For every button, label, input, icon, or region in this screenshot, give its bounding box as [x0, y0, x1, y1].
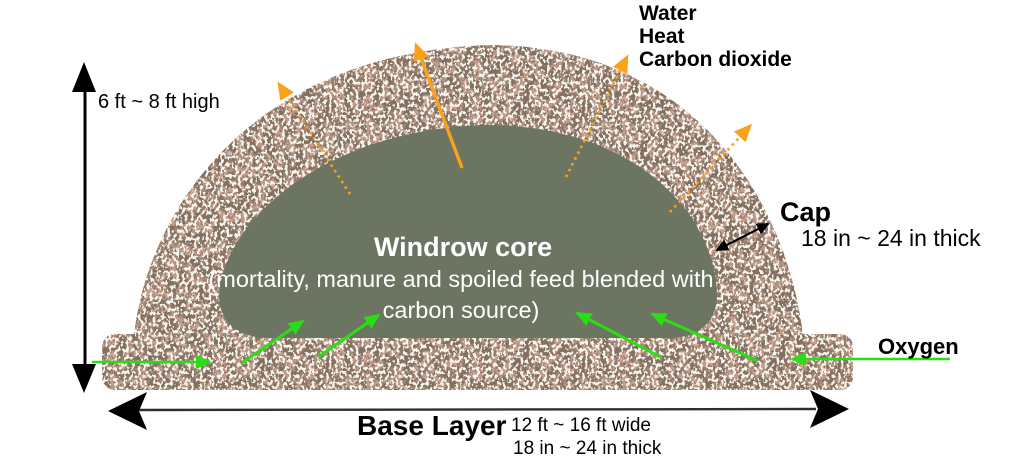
- emission-arrow-icon-3: [564, 54, 629, 178]
- width-arrow-right-icon: [810, 390, 849, 428]
- height-dimension-label: 6 ft ~ 8 ft high: [98, 91, 220, 113]
- base-layer-label: Base Layer: [357, 410, 507, 441]
- cap-label: Cap: [780, 197, 831, 227]
- cap-thickness-label: 18 in ~ 24 in thick: [801, 225, 981, 251]
- oxygen-arrow-icon-2: [241, 319, 305, 365]
- height-arrow-up-icon: [72, 62, 96, 92]
- core-description-line-1: (mortality, manure and spoiled feed blen…: [208, 266, 713, 292]
- emission-label-carbon-dioxide: Carbon dioxide: [639, 48, 792, 71]
- base-layer-shape: [102, 334, 853, 390]
- emission-arrows: [277, 42, 753, 213]
- height-dimension-arrow: [72, 62, 96, 393]
- oxygen-arrows: [92, 311, 950, 369]
- emission-arrow-icon-1: [277, 81, 352, 195]
- core-description-line-2: carbon source): [383, 297, 540, 323]
- base-thickness-label: 18 in ~ 24 in thick: [513, 438, 662, 459]
- oxygen-arrow-icon-5: [650, 312, 759, 363]
- width-arrow-shaft: [138, 407, 817, 412]
- core-title: Windrow core: [374, 232, 552, 262]
- height-arrow-down-icon: [72, 364, 96, 393]
- width-arrow-left-icon: [108, 392, 147, 430]
- emission-label-heat: Heat: [639, 25, 685, 48]
- base-width-label: 12 ft ~ 16 ft wide: [511, 415, 651, 436]
- width-dimension-arrow: [108, 390, 849, 430]
- windrow-core-shape: [219, 125, 717, 338]
- emission-arrow-icon-4: [669, 123, 753, 213]
- emission-arrow-icon-2: [413, 42, 464, 169]
- oxygen-label: Oxygen: [878, 334, 959, 359]
- core-label-group: Windrow core (mortality, manure and spoi…: [208, 232, 713, 323]
- oxygen-arrow-icon-3: [317, 313, 381, 359]
- oxygen-arrow-icon-4: [575, 311, 663, 360]
- windrow-mound: [102, 45, 853, 390]
- cap-thickness-arrow-icon: [715, 223, 770, 251]
- emission-label-water: Water: [639, 2, 697, 25]
